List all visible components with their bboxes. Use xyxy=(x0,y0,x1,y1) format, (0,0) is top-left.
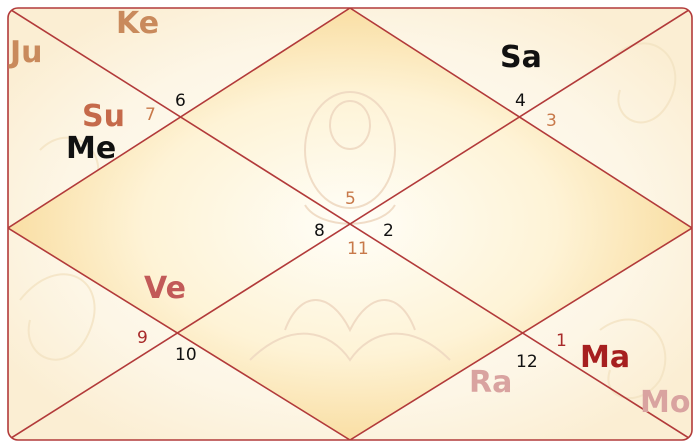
house-number-9: 9 xyxy=(137,328,148,348)
planet-ju: Ju xyxy=(8,35,43,70)
house-number-6: 6 xyxy=(175,91,186,111)
planet-ve: Ve xyxy=(144,271,186,306)
house-number-1: 1 xyxy=(556,331,567,351)
house-number-5: 5 xyxy=(345,189,356,209)
house-number-8: 8 xyxy=(314,221,325,241)
planet-ra: Ra xyxy=(469,365,512,400)
planet-ke: Ke xyxy=(116,6,159,41)
planet-me: Me xyxy=(66,131,116,166)
planet-su: Su xyxy=(82,99,125,134)
house-number-12: 12 xyxy=(516,352,538,372)
house-number-10: 10 xyxy=(175,345,197,365)
planet-mo: Mo xyxy=(640,385,690,420)
house-number-7: 7 xyxy=(145,105,156,125)
house-number-11: 11 xyxy=(347,239,369,259)
house-number-2: 2 xyxy=(383,221,394,241)
house-number-4: 4 xyxy=(515,91,526,111)
house-number-3: 3 xyxy=(546,111,557,131)
planet-ma: Ma xyxy=(580,340,630,375)
planet-sa: Sa xyxy=(500,40,542,75)
